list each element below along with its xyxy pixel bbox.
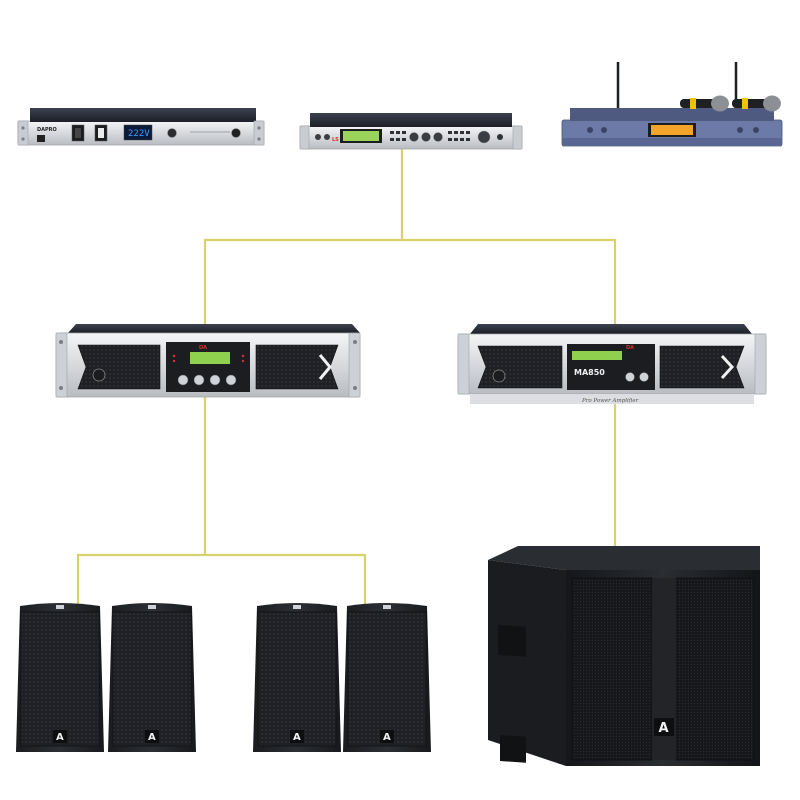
handheld-mic-icon — [732, 95, 781, 112]
speaker-cabinet: A — [253, 603, 341, 752]
amp-right-brand: DA — [626, 345, 634, 351]
speaker-logo-text: A — [383, 732, 391, 743]
speaker-cabinet: A — [108, 603, 196, 752]
speaker-logo-icon: A — [145, 730, 159, 743]
power-button-icon — [231, 128, 241, 138]
speaker-logo-text: A — [293, 732, 301, 743]
processor-brand-mark: LS — [332, 137, 339, 143]
subwoofer-logo-icon: A — [654, 718, 674, 736]
speaker-logo-text: A — [148, 732, 156, 743]
speaker-logo-text: A — [56, 732, 64, 743]
amp-left-power-button-icon — [92, 368, 106, 382]
amplifier-right-device: Pro Power Amplifier DA MA850 — [457, 324, 767, 404]
handheld-mic-icon — [680, 95, 729, 112]
amp-left-brand: DA — [199, 345, 207, 351]
processor-to-amps-wire — [203, 148, 617, 336]
amp-left-to-speakers-wire — [76, 395, 367, 608]
speaker-cabinet: A — [343, 603, 431, 752]
svg-text:A: A — [659, 721, 669, 736]
connection-wires — [76, 148, 617, 608]
speaker-logo-icon: A — [290, 730, 304, 743]
amp-right-power-button-icon — [492, 369, 506, 383]
voltage-display: 222V — [128, 129, 150, 139]
speaker-cabinet: A — [16, 603, 104, 752]
power-knob-icon — [167, 128, 177, 138]
amp-right-model: MA850 — [574, 368, 605, 377]
audio-processor-device: LS — [299, 113, 523, 150]
power-sequencer-brand: DAPRO — [37, 127, 57, 133]
speaker-logo-icon: A — [53, 730, 67, 743]
wireless-mic-receiver-device — [561, 62, 783, 147]
power-sequencer-device: DAPRO 222V — [17, 108, 265, 146]
speaker-logo-icon: A — [380, 730, 394, 743]
amplifier-left-device: DA — [55, 324, 361, 398]
amp-right-caption: Pro Power Amplifier — [581, 398, 639, 404]
subwoofer-device: A — [488, 546, 760, 766]
